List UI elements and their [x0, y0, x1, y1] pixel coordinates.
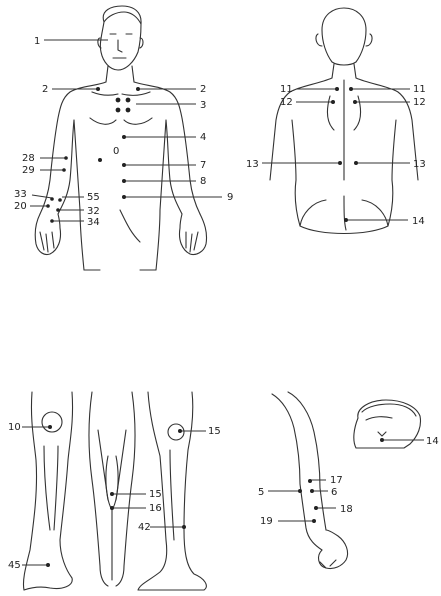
point-label-2-right: 2: [200, 84, 206, 95]
point-label-28: 28: [22, 153, 35, 164]
point-label-13-left: 13: [246, 159, 259, 170]
point-label-15-b: 15: [149, 489, 162, 500]
point-label-5: 5: [258, 487, 264, 498]
point-label-55: 55: [87, 192, 100, 203]
head-top-figure: [354, 400, 421, 448]
point-label-12-left: 12: [280, 97, 293, 108]
point-label-3: 3: [200, 100, 206, 111]
point-label-12-right: 12: [413, 97, 426, 108]
point-label-4: 4: [200, 132, 206, 143]
point-label-2-left: 2: [42, 84, 48, 95]
head-top-points: 14: [380, 436, 439, 447]
point-label-20: 20: [14, 201, 27, 212]
front-torso-points: 1 2 2 3 4 0 7 8 9 28 29 3: [14, 36, 233, 228]
legs-figure: [23, 392, 206, 590]
point-label-9: 9: [227, 192, 233, 203]
point-label-45: 45: [8, 560, 21, 571]
point-label-15-a: 15: [208, 426, 221, 437]
point-label-29: 29: [22, 165, 35, 176]
front-torso-figure: [35, 6, 206, 270]
point-label-19: 19: [260, 516, 273, 527]
point-label-7: 7: [200, 160, 206, 171]
point-label-1: 1: [34, 36, 40, 47]
back-torso-figure: [270, 8, 418, 234]
point-label-33: 33: [14, 189, 27, 200]
point-label-13-right: 13: [413, 159, 426, 170]
point-label-0: 0: [113, 146, 119, 157]
point-label-17: 17: [330, 475, 343, 486]
point-label-8: 8: [200, 176, 206, 187]
point-label-18: 18: [340, 504, 353, 515]
point-label-16: 16: [149, 503, 162, 514]
point-label-10: 10: [8, 422, 21, 433]
point-label-11-right: 11: [413, 84, 426, 95]
point-label-14-head: 14: [426, 436, 439, 447]
point-label-32: 32: [87, 206, 100, 217]
point-label-11-left: 11: [280, 84, 293, 95]
point-label-14: 14: [412, 216, 425, 227]
arm-points: 17 5 6 18 19: [258, 475, 353, 527]
point-label-34: 34: [87, 217, 100, 228]
point-label-6: 6: [331, 487, 337, 498]
point-label-42: 42: [138, 522, 151, 533]
